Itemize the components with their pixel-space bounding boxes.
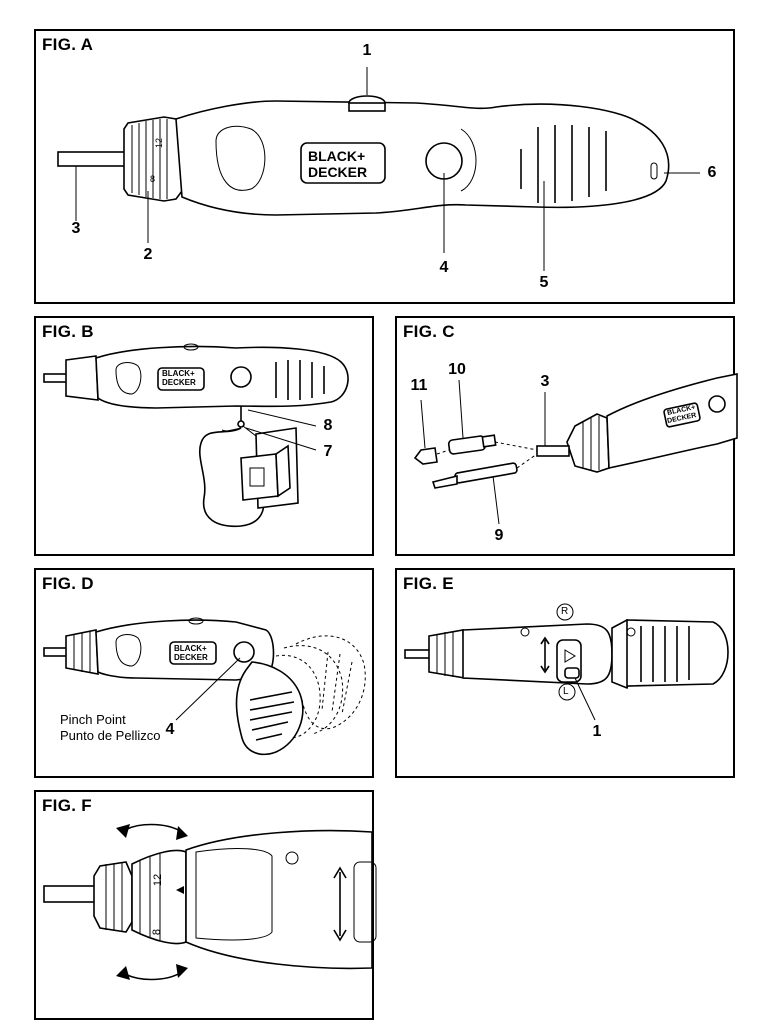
figure-a-callout-2: 2 [143, 246, 153, 263]
figure-d-panel: FIG. D BLACK+ DECKER Pinch Point Punto d… [34, 568, 374, 778]
figure-a-callout-5: 5 [539, 274, 549, 291]
figure-e-callout-1: 1 [592, 723, 602, 740]
figure-d-pinch-point-es: Punto de Pellizco [60, 728, 161, 743]
figure-f-title: FIG. F [42, 796, 92, 815]
figure-d-callout-4: 4 [165, 721, 175, 738]
figure-a-screwdriver-drawing [57, 67, 700, 271]
figure-b-title: FIG. B [42, 322, 94, 341]
figure-a-callout-1: 1 [362, 42, 372, 59]
figure-f-dial-mark-12: 12 [152, 873, 165, 887]
figure-d-logo-line2: DECKER [174, 653, 208, 662]
figure-a-dial-mark-12: 12 [154, 137, 165, 149]
figure-c-title: FIG. C [403, 322, 455, 341]
figure-f-torque-collar-drawing [43, 823, 377, 981]
figure-c-panel: FIG. C BLACK+ DECKER 11 10 3 9 [395, 316, 738, 556]
figure-d-title: FIG. D [42, 574, 94, 593]
figure-e-title: FIG. E [403, 574, 454, 593]
figure-b-logo-line2: DECKER [162, 378, 196, 387]
figure-b-callout-8: 8 [323, 417, 333, 434]
figure-f-panel: FIG. F 12 8 [34, 790, 377, 1020]
figure-f-dial-mark-8: 8 [151, 928, 164, 936]
figure-e-label-l: L [563, 686, 569, 697]
figure-a-callout-4: 4 [439, 259, 449, 276]
figure-b-logo-line1: BLACK+ [162, 369, 195, 378]
figure-e-panel: FIG. E R L 1 [395, 568, 735, 778]
figure-d-logo-line1: BLACK+ [174, 644, 207, 653]
figure-a-logo-line1: BLACK+ [308, 148, 366, 164]
figure-a-logo-line2: DECKER [308, 164, 368, 180]
figure-d-pinch-point-en: Pinch Point [60, 712, 126, 727]
figure-e-switch-drawing [404, 603, 729, 721]
figure-a-callout-3: 3 [71, 220, 81, 237]
figure-c-callout-3: 3 [540, 373, 550, 390]
figure-b-callout-7: 7 [323, 443, 333, 460]
figure-c-bit-insertion-drawing [413, 373, 738, 525]
figure-e-label-r: R [561, 606, 569, 617]
figure-a-title: FIG. A [42, 35, 94, 54]
figure-a-dial-mark-8: 8 [150, 174, 156, 184]
figure-a-callout-6: 6 [707, 164, 717, 181]
figure-a-panel: FIG. A [34, 29, 735, 304]
figure-c-callout-10: 10 [448, 361, 466, 378]
figure-c-callout-9: 9 [494, 527, 504, 544]
figure-b-panel: FIG. B BLACK+ DECKER 8 7 [34, 316, 374, 556]
figure-b-charging-drawing [43, 343, 349, 527]
figure-c-callout-11: 11 [410, 377, 428, 394]
figure-d-pivot-drawing [43, 617, 366, 756]
